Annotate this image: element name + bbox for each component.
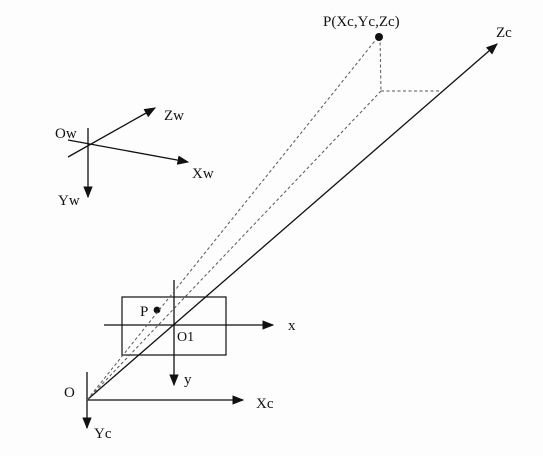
xw-label: Xw xyxy=(192,166,214,182)
p-image-label: P xyxy=(140,304,148,320)
projection-lines: P(Xc,Yc,Zc) xyxy=(86,14,441,401)
xc-label: Xc xyxy=(256,396,274,412)
zw-label: Zw xyxy=(164,108,184,124)
y-image-label: y xyxy=(184,372,192,388)
projection-ray-to-p xyxy=(86,36,379,401)
p-world-point xyxy=(375,33,383,41)
o-label: O xyxy=(64,385,75,401)
x-image-label: x xyxy=(288,318,296,334)
yc-label: Yc xyxy=(94,426,112,442)
zc-label: Zc xyxy=(496,25,512,41)
xw-axis-line xyxy=(67,139,190,165)
p-world-label: P(Xc,Yc,Zc) xyxy=(323,14,400,30)
image-plane: P O1 x y xyxy=(104,280,296,388)
projection-ray-to-foot xyxy=(86,90,382,401)
o1-label: O1 xyxy=(177,330,194,345)
vertical-drop-line xyxy=(379,36,382,92)
ow-label: Ow xyxy=(55,126,77,142)
zw-axis-line xyxy=(67,107,157,158)
camera-frame: O Xc Yc Zc xyxy=(64,25,512,442)
world-frame: Ow Zw Xw Yw xyxy=(55,107,214,209)
p-image-point xyxy=(153,306,161,314)
yw-label: Yw xyxy=(58,193,80,209)
zc-axis-line xyxy=(86,43,498,401)
